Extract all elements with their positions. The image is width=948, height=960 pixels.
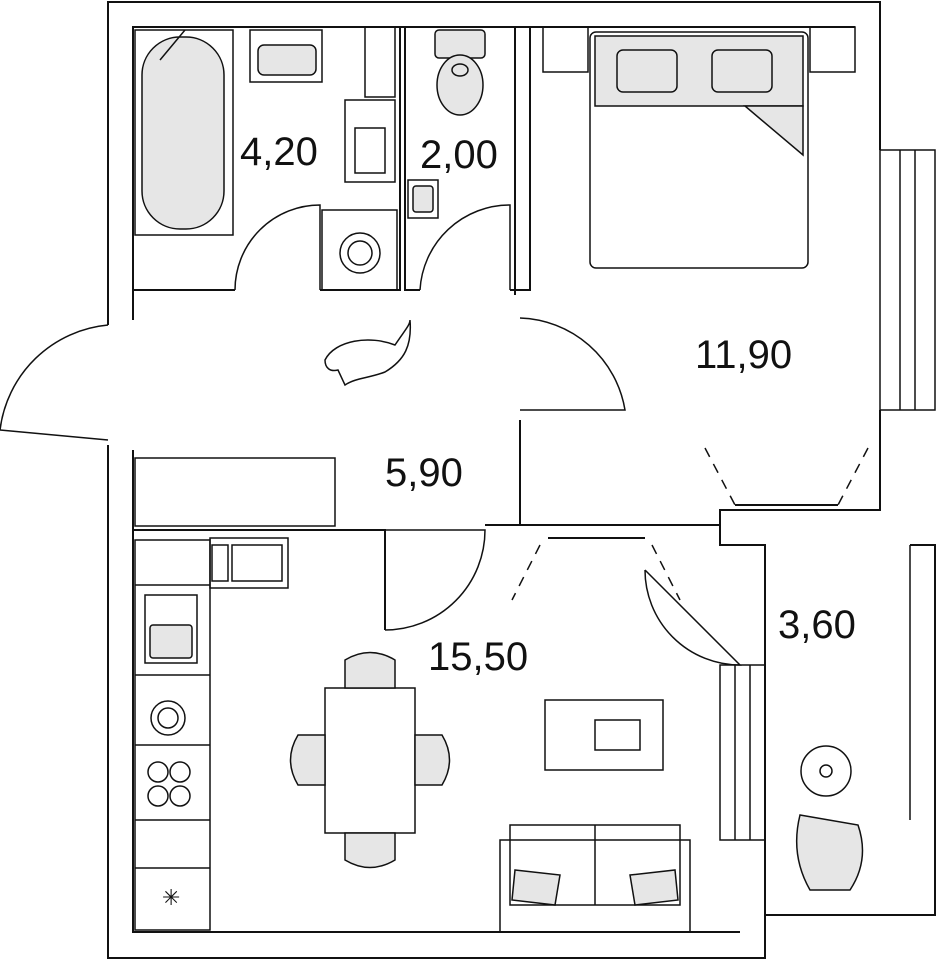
living-window-dashes <box>511 537 681 601</box>
room-area-hallway: 5,90 <box>385 451 463 495</box>
sofa-icon <box>499 824 691 933</box>
sink-icon <box>249 29 323 83</box>
cat-icon <box>324 319 412 387</box>
balcony-table-icon <box>800 745 852 797</box>
room-area-bathroom: 4,20 <box>240 130 318 174</box>
dryer-icon <box>344 99 396 183</box>
kitchen-counter <box>134 537 289 931</box>
room-area-kitchen-living: 15,50 <box>428 635 528 679</box>
room-area-toilet: 2,00 <box>420 133 498 177</box>
toilet-icon <box>434 29 486 116</box>
balcony-window <box>719 545 911 841</box>
armchair-icon <box>795 814 864 891</box>
bedroom-window <box>879 149 936 411</box>
small-sink-icon <box>407 179 439 219</box>
svg-text:✳: ✳ <box>162 886 180 911</box>
coffee-machine-icon <box>150 700 186 736</box>
tv-desk-icon <box>544 699 664 771</box>
room-area-balcony: 3,60 <box>778 603 856 647</box>
outer-walls <box>107 1 936 959</box>
kitchen-sink-icon <box>144 594 198 664</box>
fridge-snowflake-icon: ✳ <box>162 886 180 911</box>
stove-icon <box>147 761 191 807</box>
bathtub-icon <box>134 29 234 236</box>
washing-machine-icon <box>321 209 398 291</box>
dining-table-icon <box>289 651 451 869</box>
room-area-bedroom: 11,90 <box>695 333 792 377</box>
bedroom-window-dashes <box>704 447 869 506</box>
doors <box>0 204 742 666</box>
bed-icon <box>542 26 856 269</box>
